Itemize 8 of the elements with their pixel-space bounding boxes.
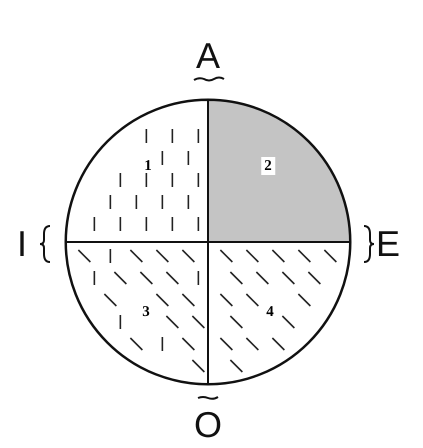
region-number: 2 — [261, 157, 275, 175]
region-number: 1 — [143, 157, 153, 175]
region-number: 4 — [265, 303, 275, 321]
pole-letter: O — [194, 407, 222, 443]
pole-letter: I — [17, 226, 27, 262]
pole-letter: E — [376, 226, 400, 262]
pole-letter: A — [196, 38, 220, 74]
region-number: 3 — [141, 303, 151, 321]
